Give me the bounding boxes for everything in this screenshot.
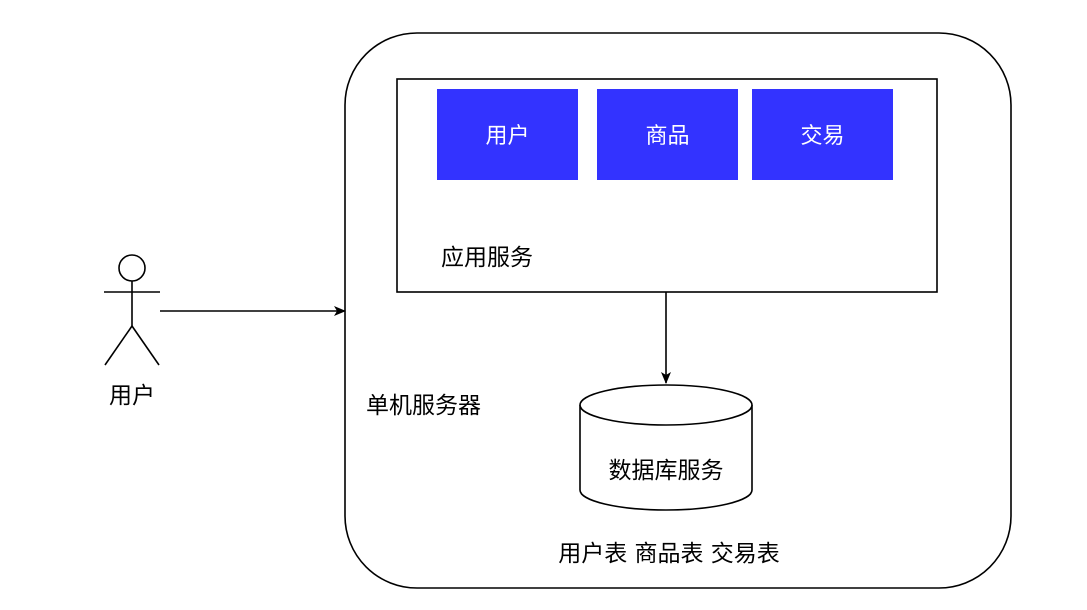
database-label: 数据库服务 — [609, 458, 724, 484]
server-label: 单机服务器 — [366, 393, 481, 419]
app-service-label: 应用服务 — [441, 245, 533, 271]
module-product-label: 商品 — [645, 124, 689, 149]
module-user-label: 用户 — [485, 124, 529, 149]
user-actor-icon — [104, 254, 160, 366]
database-tables-label: 用户表 商品表 交易表 — [558, 541, 780, 567]
module-user-box — [437, 89, 578, 180]
module-product: 商品 — [597, 89, 738, 180]
module-trade-label: 交易 — [800, 124, 844, 149]
actor-label: 用户 — [109, 383, 155, 409]
module-trade: 交易 — [752, 89, 893, 180]
module-product-box — [597, 89, 738, 180]
database-cylinder-top — [579, 384, 753, 426]
database-cylinder: 数据库服务 — [579, 384, 753, 511]
module-user: 用户 — [437, 89, 578, 180]
module-trade-box — [752, 89, 893, 180]
database-cylinder-body — [579, 405, 753, 511]
